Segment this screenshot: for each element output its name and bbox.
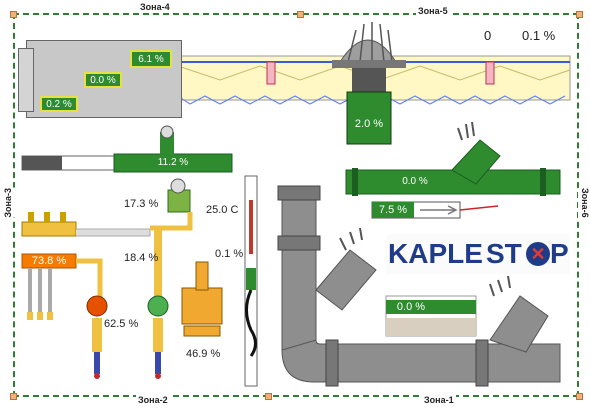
roof-drain-value[interactable]: 2.0 % — [354, 118, 384, 130]
corner-marker — [10, 11, 17, 18]
temperature-value: 25.0 C — [206, 204, 239, 216]
brand-text-1: KAPLE — [388, 238, 483, 269]
manifold-value[interactable]: 73.8 % — [31, 255, 67, 267]
panel-value-1[interactable]: 6.1 % — [130, 50, 172, 68]
corner-marker — [265, 393, 272, 400]
panel-value-3[interactable]: 0.2 % — [40, 96, 78, 112]
tube-value: 0.1 % — [215, 248, 244, 260]
sensor-bar-value[interactable]: 7.5 % — [378, 204, 408, 216]
zone-2-label: Зона-2 — [136, 395, 170, 405]
event-counter: 0 — [484, 28, 492, 43]
corner-marker — [10, 393, 17, 400]
zone-6-label: Зона-6 — [578, 188, 590, 218]
zone-1-label: Зона-1 — [422, 395, 456, 405]
zone-3-label: Зона-3 — [1, 188, 15, 218]
corner-marker — [576, 393, 583, 400]
panel-value-2[interactable]: 0.0 % — [84, 72, 122, 88]
zone-5-label: Зона-5 — [416, 6, 450, 16]
pipe-leak-value[interactable]: 11.2 % — [157, 157, 189, 168]
panel-side — [18, 48, 34, 112]
meter-value: 62.5 % — [104, 318, 139, 330]
header-percent: 0.1 % — [522, 28, 556, 43]
valve-1-value: 17.3 % — [124, 198, 159, 210]
brand-stop-icon: ✕ — [526, 242, 550, 266]
brand-text-3: P — [550, 238, 569, 269]
brand-logo: KAPLE ST ✕ P — [386, 234, 570, 274]
zone-4-label: Зона-4 — [138, 2, 172, 12]
green-pipe-value[interactable]: 0.0 % — [402, 176, 428, 187]
pump-value: 46.9 % — [186, 348, 221, 360]
corner-marker — [576, 11, 583, 18]
brand-text-2: ST — [486, 238, 522, 269]
valve-2-value: 18.4 % — [124, 252, 159, 264]
tray-value[interactable]: 0.0 % — [396, 301, 426, 313]
corner-marker — [297, 11, 304, 18]
